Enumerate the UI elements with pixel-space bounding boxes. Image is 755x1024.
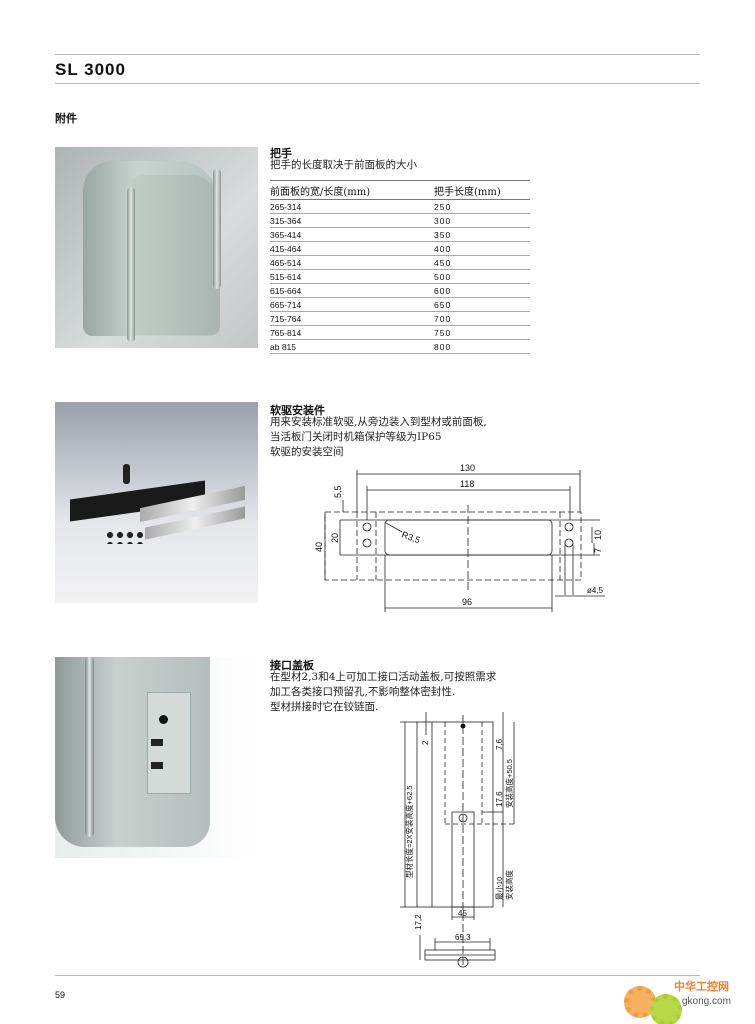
section-label: 附件: [55, 112, 77, 125]
dim-65-3: 65,3: [455, 933, 471, 942]
text-line: 型材拼接时它在铰链面.: [270, 701, 379, 713]
dim-profile-length: 型材长度=2X安装高度+62.5: [404, 785, 414, 878]
column-header: 前面板的宽/长度(mm): [270, 180, 434, 200]
cover-title: 接口盖板: [270, 659, 314, 672]
dim-install-height: 安装高度: [504, 870, 514, 900]
table-cell: ab 815: [270, 339, 434, 354]
floppy-drawing: [324, 470, 605, 612]
dim-45: 45: [458, 909, 467, 918]
dim-17-2: 17,2: [414, 914, 423, 930]
table-cell: 250: [434, 199, 530, 214]
dim-10: 10: [593, 530, 603, 540]
floppy-title: 软驱安装件: [270, 404, 325, 417]
table-cell: 765-814: [270, 325, 434, 340]
dim-5-5: 5,5: [333, 485, 343, 498]
table-cell: 800: [434, 339, 530, 354]
dim-7: 7: [593, 548, 603, 553]
dim-130: 130: [460, 463, 475, 473]
enclosure-handle-photo: [55, 147, 258, 348]
text-line: 用来安装标准软驱,从旁边装入到型材或前面板,: [270, 416, 487, 428]
table-cell: 500: [434, 269, 530, 284]
gear-icon: [650, 994, 682, 1024]
table-cell: 515-614: [270, 269, 434, 284]
dim-118: 118: [460, 479, 474, 489]
table-cell: 315-364: [270, 213, 434, 228]
dim-96: 96: [462, 597, 472, 607]
floppy-kit-photo: [55, 402, 258, 603]
table-cell: 665-714: [270, 297, 434, 312]
table-cell: 750: [434, 325, 530, 340]
cover-description: 在型材2,3和4上可加工接口活动盖板,可按照需求 加工各类接口预留孔,不影响整体…: [270, 670, 496, 715]
cover-drawing: [400, 712, 515, 968]
table-cell: 650: [434, 297, 530, 312]
dim-17-6: 17,6: [495, 791, 504, 807]
page-title: SL 3000: [55, 60, 126, 79]
logo-text-cn: 中华工控网: [674, 980, 729, 993]
handle-description: 把手的长度取决于前面板的大小: [270, 159, 417, 171]
dim-install-height-50-5: 安装高度+50.5: [504, 759, 514, 808]
divider: [55, 975, 700, 976]
table-cell: 400: [434, 241, 530, 256]
table-cell: 265-314: [270, 199, 434, 214]
table-cell: 365-414: [270, 227, 434, 242]
dim-2: 2: [421, 740, 430, 745]
column-header: 把手长度(mm): [434, 180, 530, 200]
table-cell: 615-664: [270, 283, 434, 298]
table-cell: 350: [434, 227, 530, 242]
dim-7-6: 7,6: [495, 738, 504, 750]
dim-40: 40: [314, 542, 324, 552]
dim-min-10: 最小10: [495, 877, 504, 900]
table-cell: 415-464: [270, 241, 434, 256]
table-cell: 715-764: [270, 311, 434, 326]
floppy-description: 用来安装标准软驱,从旁边装入到型材或前面板, 当活板门关闭时机箱保护等级为IP6…: [270, 415, 487, 460]
gkong-logo: 中华工控网 gkong.com: [620, 972, 755, 1024]
dim-20: 20: [330, 533, 340, 543]
text-line: 当活板门关闭时机箱保护等级为IP65: [270, 431, 442, 443]
divider: [55, 83, 700, 84]
page-number: 59: [55, 990, 66, 1000]
table-cell: 465-514: [270, 255, 434, 270]
dim-r3-5: R3,5: [400, 529, 421, 545]
table-cell: 700: [434, 311, 530, 326]
logo-text-en: gkong.com: [682, 996, 731, 1007]
table-cell: 450: [434, 255, 530, 270]
table-cell: 300: [434, 213, 530, 228]
text-line: 软驱的安装空间: [270, 446, 344, 458]
interface-cover-photo: [55, 657, 258, 858]
divider: [55, 54, 700, 55]
table-cell: 600: [434, 283, 530, 298]
text-line: 在型材2,3和4上可加工接口活动盖板,可按照需求: [270, 671, 497, 683]
text-line: 加工各类接口预留孔,不影响整体密封性.: [270, 686, 456, 698]
dim-diameter-4-5: ø4,5: [587, 586, 604, 595]
handle-title: 把手: [270, 147, 292, 160]
